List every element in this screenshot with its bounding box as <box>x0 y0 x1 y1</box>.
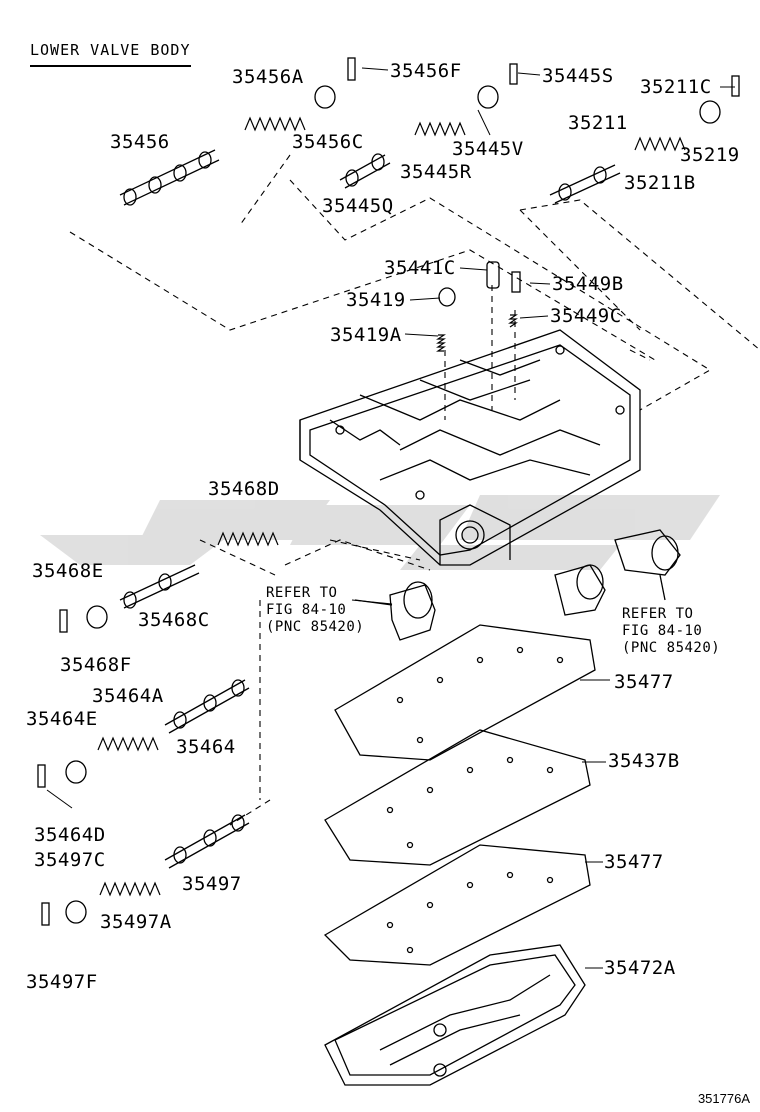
part-label: 35437B <box>608 750 680 772</box>
part-label: 35456 <box>110 131 170 153</box>
plate-35437B <box>324 729 591 866</box>
pins <box>37 57 740 926</box>
valve-body-casting <box>299 329 641 566</box>
springs <box>97 116 686 897</box>
part-label: 35464E <box>26 708 98 730</box>
watermark <box>40 495 720 570</box>
part-label: 35445S <box>542 65 614 87</box>
reference-line: FIG 84-10 <box>266 602 347 618</box>
part-label: 35441C <box>384 257 456 279</box>
reference-note-right: REFER TO FIG 84-10 (PNC 85420) <box>622 606 720 657</box>
part-label: 35468E <box>32 560 104 582</box>
reference-line: REFER TO <box>266 585 338 601</box>
part-label: 35456C <box>292 131 364 153</box>
part-label: 35477 <box>604 851 664 873</box>
reference-note-left: REFER TO FIG 84-10 (PNC 85420) <box>266 585 364 636</box>
part-label: 35419A <box>330 324 402 346</box>
part-label: 35445Q <box>322 195 394 217</box>
part-label: 35497 <box>182 873 242 895</box>
reference-line: REFER TO <box>622 606 694 622</box>
solenoid-right-1 <box>554 564 606 616</box>
part-label: 35456F <box>390 60 462 82</box>
part-label: 35497C <box>34 849 106 871</box>
diagram-title: LOWER VALVE BODY <box>30 41 191 67</box>
reference-line: (PNC 85420) <box>266 619 365 635</box>
part-label: 35419 <box>346 289 406 311</box>
part-label: 35472A <box>604 957 676 979</box>
gasket-35477-lower <box>323 844 591 966</box>
figure-id: 351776A <box>697 1091 750 1106</box>
part-label: 35464D <box>34 824 106 846</box>
part-label: 35456A <box>232 66 304 88</box>
part-label: 35211 <box>568 112 628 134</box>
part-label: 35464 <box>176 736 236 758</box>
part-label: 35211C <box>640 76 712 98</box>
reference-line: (PNC 85420) <box>622 640 721 656</box>
part-label: 35468C <box>138 609 210 631</box>
reference-line: FIG 84-10 <box>622 623 703 639</box>
part-label: 35497F <box>26 971 98 993</box>
part-label: 35477 <box>614 671 674 693</box>
part-label: 35449C <box>550 305 622 327</box>
part-label: 35445R <box>400 161 472 183</box>
part-label: 35464A <box>92 685 164 707</box>
dashed-guides <box>69 154 760 826</box>
solenoid-right-2 <box>614 529 681 601</box>
part-label: 35468F <box>60 654 132 676</box>
part-label: 35445V <box>452 138 524 160</box>
plugs <box>65 85 721 924</box>
part-label: 35449B <box>552 273 624 295</box>
lower-body-35472A <box>324 944 586 1086</box>
solenoid-left <box>354 581 436 641</box>
part-label: 35468D <box>208 478 280 500</box>
part-label: 35219 <box>680 144 740 166</box>
part-label: 35211B <box>624 172 696 194</box>
part-label: 35497A <box>100 911 172 933</box>
leader-lines <box>46 67 735 969</box>
spools <box>119 149 621 869</box>
gasket-35477-upper <box>334 624 596 761</box>
